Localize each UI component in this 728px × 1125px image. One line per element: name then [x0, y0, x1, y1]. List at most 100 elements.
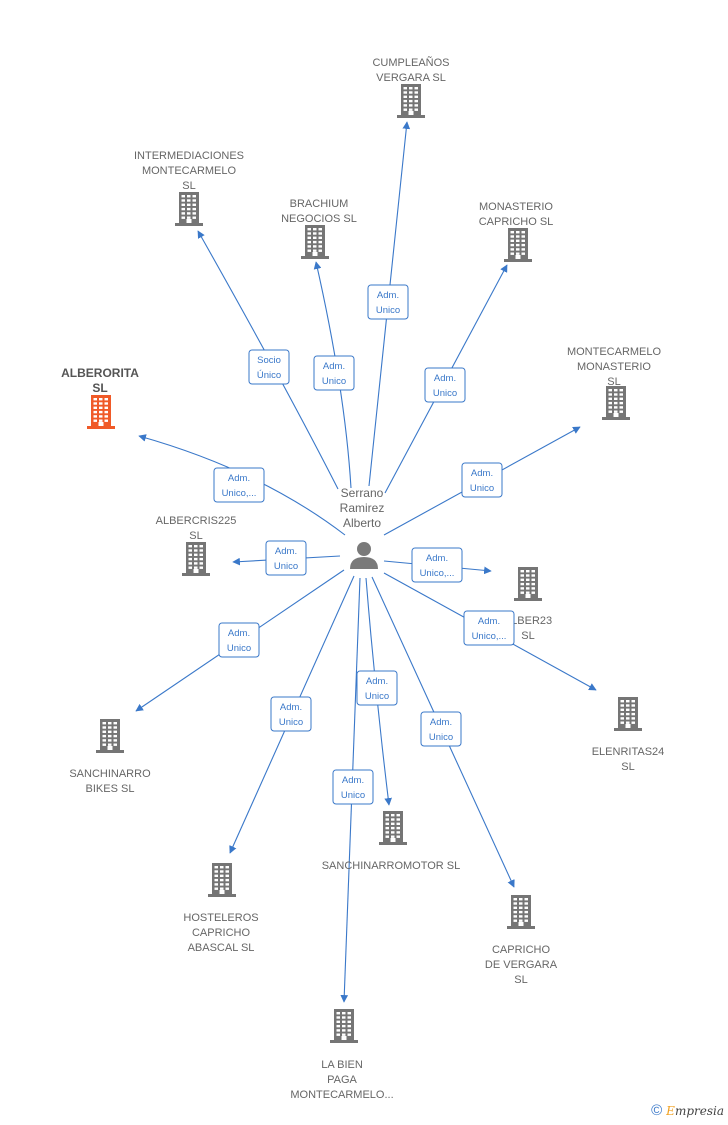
company-label-monasterio-capricho[interactable]: MONASTERIO CAPRICHO SL	[479, 201, 554, 228]
relation-badge-alberorita[interactable]: Adm.Unico,...	[213, 467, 265, 503]
building-icon-hosteleros-capricho[interactable]	[208, 863, 236, 897]
relation-text: Adm.	[478, 616, 500, 627]
brand-logo: Empresia	[666, 1103, 724, 1118]
company-label-sanchinarromotor[interactable]: SANCHINARROMOTOR SL	[322, 860, 461, 872]
relation-badge-capricho-de-vergara[interactable]: Adm.Unico	[420, 711, 462, 747]
company-label-line: ALBERCRIS225	[156, 515, 237, 527]
company-label-line: SANCHINARROMOTOR SL	[322, 860, 461, 872]
company-label-line: CAPRICHO	[192, 927, 251, 939]
building-icon-sanchinarromotor[interactable]	[379, 811, 407, 845]
building-icon-elenritas24[interactable]	[614, 697, 642, 731]
company-label-line: BIKES SL	[86, 783, 135, 795]
relation-badge-monasterio-capricho[interactable]: Adm. Unico	[424, 367, 466, 403]
relation-text: Unico	[274, 561, 298, 572]
company-label-line: LA BIEN	[321, 1059, 363, 1071]
relation-text: Unico	[429, 732, 453, 743]
building-icon-sanchinarro-bikes[interactable]	[96, 719, 124, 753]
relation-badge-alber23[interactable]: Adm. Unico,...	[411, 547, 463, 583]
relation-text: Unico	[279, 717, 303, 728]
relation-badge-cumpleanos-vergara[interactable]: Adm.Unico	[367, 284, 409, 320]
company-label-line: MONTECARMELO	[142, 165, 237, 177]
relation-badge-hosteleros-capricho[interactable]: Adm. Unico	[270, 696, 312, 732]
relation-text: Unico,...	[472, 631, 507, 642]
center-label-line: Ramirez	[340, 501, 385, 515]
company-label-line: MONTECARMELO	[567, 346, 662, 358]
company-label-line: HOSTELEROS	[183, 912, 258, 924]
company-label-line: SL	[189, 530, 202, 542]
relation-badge-la-bien-paga[interactable]: Adm.Unico	[332, 769, 374, 805]
relation-text: Unico	[433, 388, 457, 399]
relation-badge-sanchinarro-bikes[interactable]: Adm.Unico	[218, 622, 260, 658]
relation-badge-elenritas24[interactable]: Adm. Unico,...	[463, 610, 515, 646]
building-icon-albercris225[interactable]	[182, 542, 210, 576]
relation-text: Unico	[365, 691, 389, 702]
company-label-line: CAPRICHO	[492, 944, 551, 956]
company-label-intermediaciones-montecarmelo[interactable]: INTERMEDIACIONES MONTECARMELO SL	[134, 150, 244, 192]
building-icon-capricho-de-vergara[interactable]	[507, 895, 535, 929]
building-icon-brachium-negocios[interactable]	[301, 225, 329, 259]
company-label-line: SL	[182, 180, 195, 192]
company-label-line: SL	[514, 974, 527, 986]
company-label-hosteleros-capricho[interactable]: HOSTELEROS CAPRICHO ABASCAL SL	[183, 912, 258, 954]
relation-text: Adm.	[228, 628, 250, 639]
relation-text: Unico	[322, 376, 346, 387]
building-icon-intermediaciones-montecarmelo[interactable]	[175, 192, 203, 226]
company-label-cumpleanos-vergara[interactable]: CUMPLEAÑOS VERGARA SL	[372, 56, 449, 84]
relation-text: Único	[257, 370, 281, 381]
relation-text: Adm.	[280, 702, 302, 713]
building-icon-cumpleanos-vergara[interactable]	[397, 84, 425, 118]
company-label-line: MONASTERIO	[479, 201, 553, 213]
relation-text: Adm.	[426, 553, 448, 564]
company-label-line: DE VERGARA	[485, 959, 558, 971]
relation-text: Adm.	[471, 468, 493, 479]
copyright-icon: ©	[651, 1102, 663, 1119]
relation-text: Socio	[257, 355, 281, 366]
relation-text: Adm.	[342, 775, 364, 786]
company-label-line: ALBERORITA	[61, 366, 139, 380]
building-icon-la-bien-paga[interactable]	[330, 1009, 358, 1043]
company-label-line: CUMPLEAÑOS	[372, 56, 449, 69]
relation-text: Adm.	[434, 373, 456, 384]
relation-text: Adm.	[323, 361, 345, 372]
building-icon-alber23[interactable]	[514, 567, 542, 601]
relation-badge-montecarmelo-monasterio[interactable]: Adm.Unico	[461, 462, 503, 498]
relation-text: Adm.	[275, 546, 297, 557]
company-label-line: ELENRITAS24	[592, 746, 665, 758]
person-icon[interactable]	[350, 542, 378, 569]
relation-badge-brachium-negocios[interactable]: Adm. Unico	[313, 355, 355, 391]
company-label-capricho-de-vergara[interactable]: CAPRICHO DE VERGARA SL	[485, 944, 558, 986]
company-label-line: ABASCAL SL	[188, 942, 255, 954]
company-label-line: NEGOCIOS SL	[281, 213, 357, 225]
nodes-layer: CUMPLEAÑOS VERGARA SL INTERMEDIACIONES MONT…	[61, 56, 664, 1101]
company-label-line: PAGA	[327, 1074, 357, 1086]
building-icon-alberorita[interactable]	[87, 395, 115, 429]
relation-text: Adm.	[228, 473, 250, 484]
relation-badge-albercris225[interactable]: Adm. Unico	[265, 540, 307, 576]
company-label-line: SL	[621, 761, 634, 773]
company-label-line: ALBER23	[504, 615, 552, 627]
building-icon-montecarmelo-monasterio[interactable]	[602, 386, 630, 420]
company-label-line: SL	[607, 376, 620, 388]
relation-text: Unico,...	[420, 568, 455, 579]
relation-badge-sanchinarromotor[interactable]: Adm.Unico	[356, 670, 398, 706]
company-label-line: CAPRICHO SL	[479, 216, 554, 228]
footer-brand: © Empresia	[651, 1102, 724, 1119]
building-icon-monasterio-capricho[interactable]	[504, 228, 532, 262]
company-label-line: VERGARA SL	[376, 72, 446, 84]
center-label-line: Serrano	[341, 486, 384, 500]
company-label-line: INTERMEDIACIONES	[134, 150, 244, 162]
relation-text: Unico	[376, 305, 400, 316]
